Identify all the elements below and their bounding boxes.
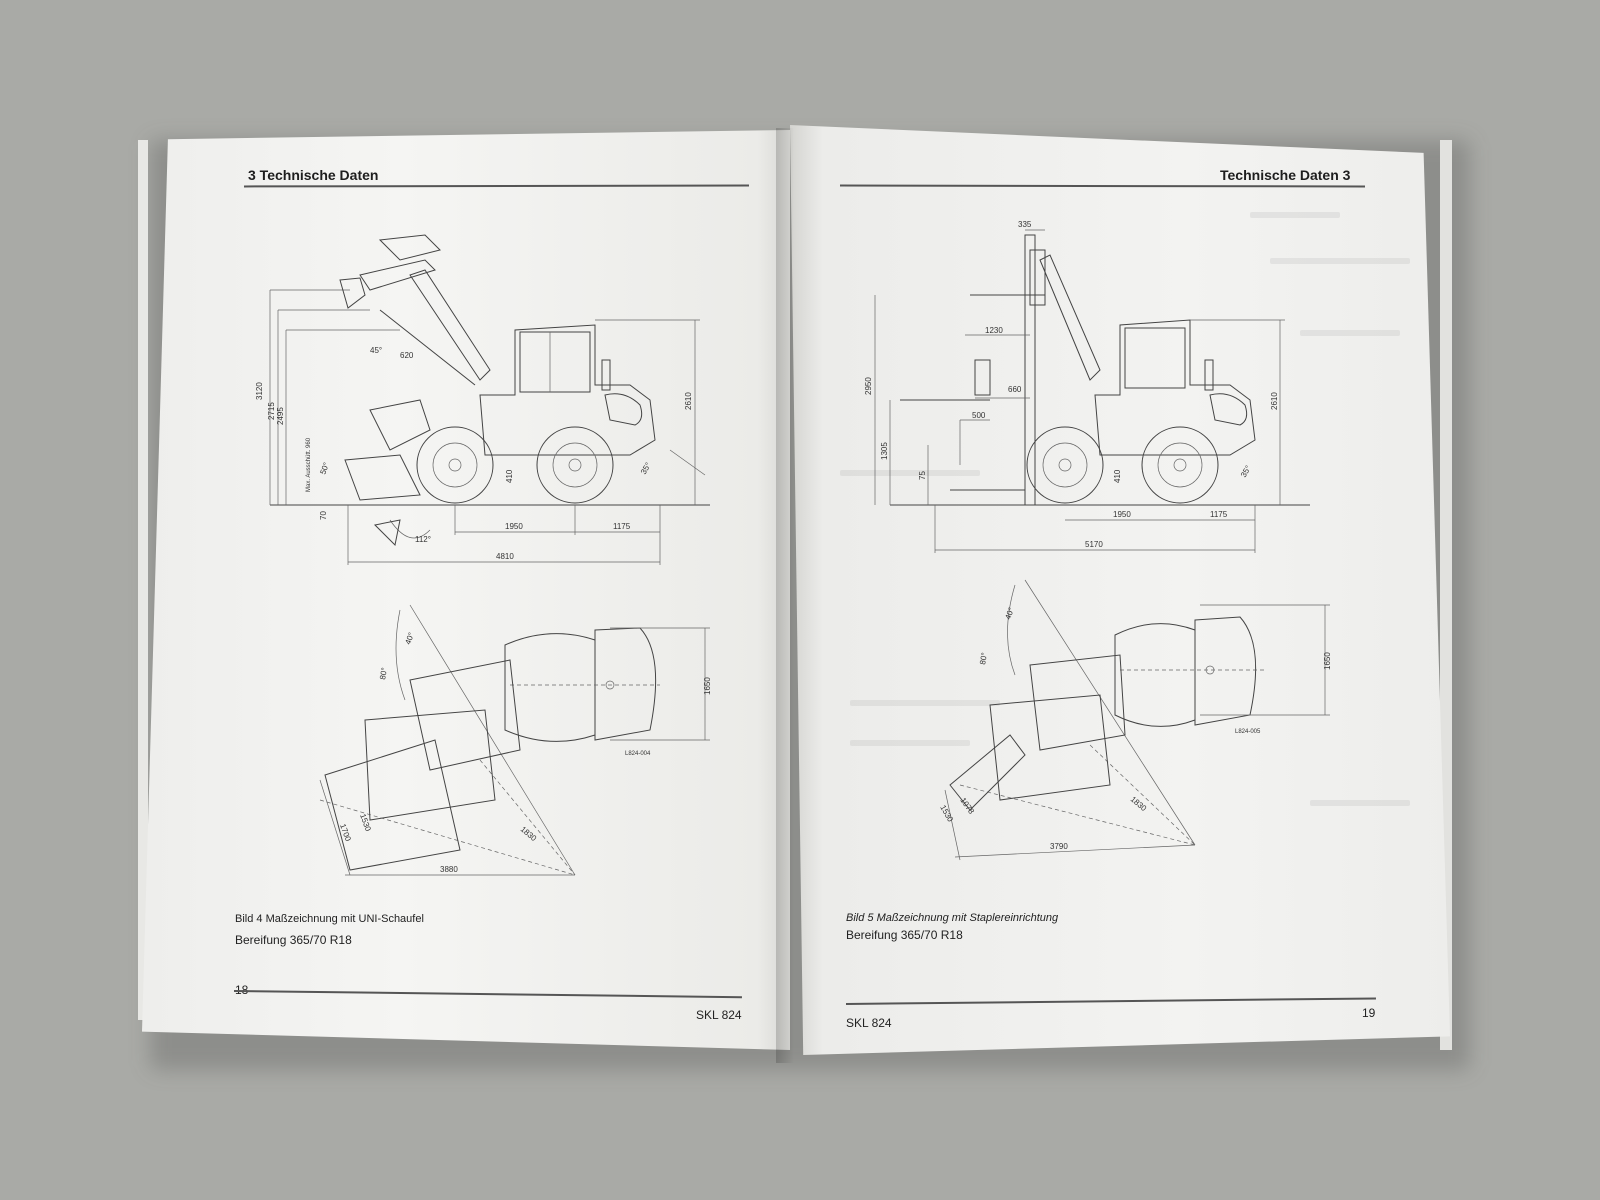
dim-660: 660 [1008, 385, 1022, 394]
dim-max-ausschuett: Max. Ausschütt. 960 [306, 437, 312, 492]
left-tire-caption: Bereifung 365/70 R18 [235, 933, 352, 947]
right-side-view-drawing: 335 2950 1230 660 500 1305 75 2610 410 3… [864, 220, 1310, 553]
right-page [790, 125, 1450, 1055]
dim-1530-right: 1530 [938, 804, 955, 824]
dim-35deg-right: 35° [1239, 464, 1253, 479]
dim-2715: 2715 [267, 402, 276, 420]
right-page-header: Technische Daten 3 [1220, 167, 1351, 183]
showthrough-1 [1250, 212, 1340, 218]
right-tire-caption: Bereifung 365/70 R18 [846, 928, 963, 942]
dim-3790: 3790 [1050, 842, 1068, 851]
dim-2950: 2950 [864, 377, 873, 395]
right-figure-caption: Bild 5 Maßzeichnung mit Staplereinrichtu… [846, 912, 1059, 924]
dim-70: 70 [319, 511, 328, 520]
dim-1650-left: 1650 [703, 677, 712, 695]
dim-1175: 1175 [613, 522, 631, 531]
right-page-number: 19 [1362, 1006, 1376, 1020]
dim-1530-left: 1530 [358, 813, 373, 833]
dim-45deg: 45° [370, 346, 382, 355]
dim-410-right: 410 [1113, 469, 1122, 483]
dim-35deg: 35° [639, 461, 653, 476]
dim-500: 500 [972, 411, 986, 420]
dim-40deg-right: 40° [1003, 606, 1016, 620]
dim-620: 620 [400, 351, 414, 360]
dim-2610: 2610 [684, 392, 693, 410]
drawing-code-right: L824-005 [1235, 729, 1261, 735]
dim-50deg: 50° [318, 461, 331, 475]
drawing-code-left: L824-004 [625, 751, 651, 757]
dim-1650-right: 1650 [1323, 652, 1332, 670]
dim-410: 410 [505, 469, 514, 483]
left-figure-caption: Bild 4 Maßzeichnung mit UNI-Schaufel [235, 913, 424, 925]
dim-3880: 3880 [440, 865, 458, 874]
dim-80deg-left: 80° [378, 667, 389, 680]
page-stack-edge-left [138, 140, 148, 1020]
left-page-header: 3 Technische Daten [248, 167, 379, 183]
book-spine [776, 128, 806, 1063]
dim-75: 75 [918, 471, 927, 480]
dim-1950: 1950 [505, 522, 523, 531]
dim-1950-right: 1950 [1113, 510, 1131, 519]
dim-1078: 1078 [958, 796, 976, 816]
left-footer-model: SKL 824 [696, 1008, 742, 1022]
dim-1830-right: 1830 [1129, 795, 1149, 814]
dim-1305: 1305 [880, 442, 889, 460]
left-page [142, 130, 790, 1050]
dim-2610-right: 2610 [1270, 392, 1279, 410]
showthrough-3 [1300, 330, 1400, 336]
dim-4810: 4810 [496, 552, 514, 561]
dim-40deg-left: 40° [403, 631, 416, 645]
showthrough-4 [840, 470, 980, 476]
showthrough-5 [850, 700, 1000, 706]
dim-112deg: 112° [415, 535, 431, 544]
showthrough-6 [850, 740, 970, 746]
dim-5170: 5170 [1085, 540, 1103, 549]
dim-335: 335 [1018, 220, 1032, 229]
showthrough-2 [1270, 258, 1410, 264]
left-page-number: 18 [235, 983, 249, 997]
dim-2495: 2495 [276, 407, 285, 425]
dim-3120: 3120 [255, 382, 264, 400]
right-footer-model: SKL 824 [846, 1016, 892, 1030]
dim-1230: 1230 [985, 326, 1003, 335]
showthrough-7 [1310, 800, 1410, 806]
left-top-view-drawing: 40° 80° 1650 1530 1700 1830 3880 L824-00… [319, 604, 712, 876]
dim-80deg-right: 80° [978, 652, 989, 665]
left-side-view-drawing: 3120 2715 2495 620 45° 50° Max. Ausschüt… [255, 234, 710, 565]
right-top-view-drawing: 40° 80° 1650 1530 1078 1830 3790 L824-00… [938, 579, 1332, 861]
dim-1175-right: 1175 [1210, 510, 1228, 519]
